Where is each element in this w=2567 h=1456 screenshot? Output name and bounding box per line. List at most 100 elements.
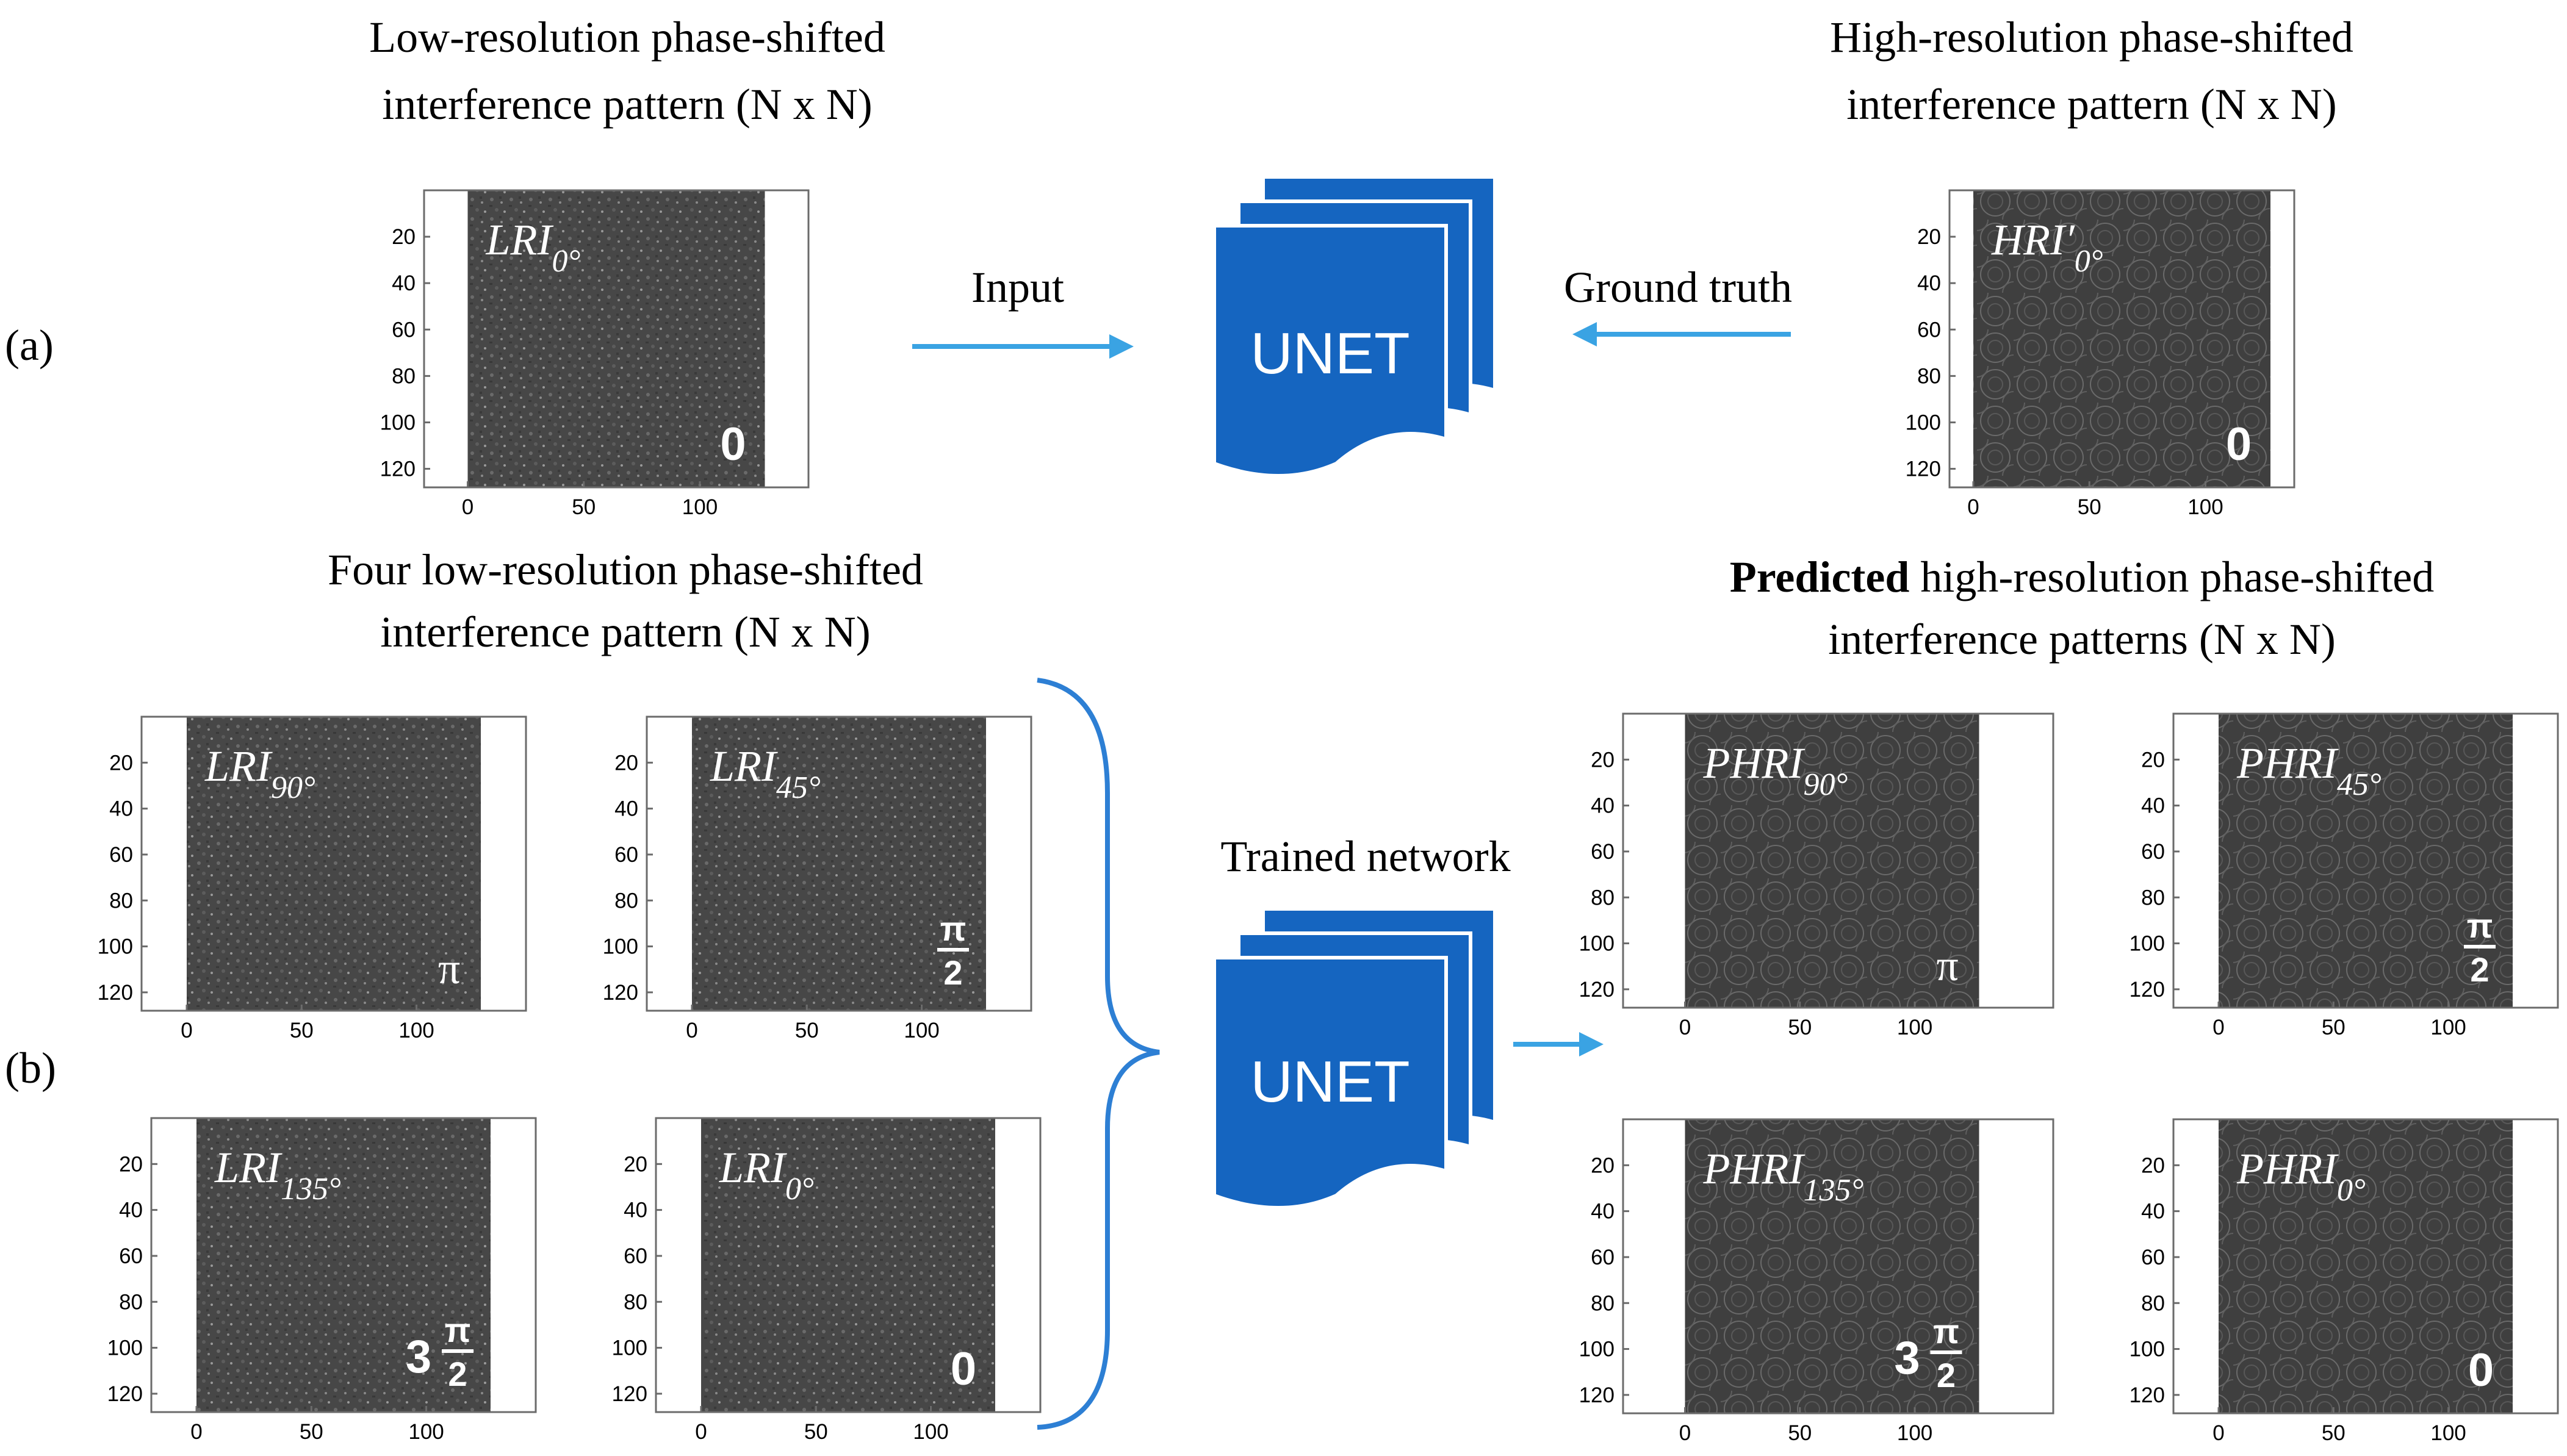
y-tick-label: 120	[107, 1382, 143, 1406]
axes-frame	[140, 715, 527, 1012]
y-tick-label: 120	[380, 457, 416, 481]
y-tick-label: 80	[109, 889, 133, 913]
pattern-image	[701, 1118, 995, 1412]
y-tick-label: 100	[98, 935, 133, 959]
phase-value: π	[438, 944, 460, 993]
y-tick-label: 60	[614, 843, 638, 867]
unet-bottom-label: UNET	[1250, 1049, 1410, 1114]
x-tick-label: 50	[1788, 1421, 1812, 1445]
axes-frame	[1948, 189, 2295, 489]
x-tick-label: 50	[2322, 1016, 2346, 1039]
axes-frame	[2172, 712, 2559, 1009]
x-tick-label: 0	[686, 1019, 697, 1042]
y-tick-label: 40	[614, 797, 638, 821]
y-tick-label: 80	[1591, 1291, 1615, 1315]
axes-frame	[2172, 1118, 2559, 1415]
x-tick-label: 50	[804, 1420, 828, 1444]
y-tick-label: 120	[1906, 457, 1941, 481]
x-tick-label: 100	[913, 1420, 948, 1444]
y-tick-label: 40	[392, 271, 416, 295]
image-title: PHRI135°	[1703, 1144, 1864, 1208]
phase-value: 0	[720, 418, 746, 470]
x-tick-label: 50	[795, 1019, 819, 1042]
y-tick-label: 80	[2141, 1291, 2165, 1315]
unet-bottom-icon: UNET	[1212, 907, 1497, 1210]
unet-top-icon: UNET	[1212, 175, 1497, 478]
y-tick-label: 40	[109, 797, 133, 821]
x-tick-label: 0	[1679, 1016, 1691, 1039]
y-tick-label: 80	[614, 889, 638, 913]
predicted-rest: high-resolution phase-shifted	[1909, 553, 2434, 601]
y-tick-label: 40	[119, 1199, 143, 1222]
x-tick-label: 50	[290, 1019, 314, 1042]
x-tick-label: 0	[2212, 1421, 2224, 1445]
pattern-image	[2219, 714, 2513, 1008]
y-tick-label: 120	[603, 981, 638, 1005]
phase-value: 0	[951, 1343, 976, 1395]
image-title: LRI90°	[204, 742, 315, 805]
phase-denominator: 2	[943, 953, 962, 992]
predicted-bold: Predicted	[1730, 553, 1910, 601]
y-tick-label: 80	[392, 364, 416, 388]
x-tick-label: 100	[682, 495, 718, 519]
unet-top-label: UNET	[1250, 321, 1410, 386]
y-tick-label: 40	[2141, 794, 2165, 818]
pattern-image	[187, 717, 481, 1011]
y-tick-label: 100	[1906, 411, 1941, 434]
x-tick-label: 0	[190, 1420, 202, 1444]
y-tick-label: 120	[98, 981, 133, 1005]
image-title: LRI0°	[486, 215, 581, 279]
y-tick-label: 100	[612, 1336, 647, 1360]
y-tick-label: 40	[2141, 1200, 2165, 1224]
x-tick-label: 0	[181, 1019, 192, 1042]
phase-numerator: π	[1933, 1312, 1959, 1350]
y-tick-label: 120	[1579, 1383, 1615, 1407]
axes-frame	[655, 1117, 1042, 1413]
y-tick-label: 60	[2141, 1246, 2165, 1269]
phase-denominator: 2	[2470, 950, 2489, 989]
y-tick-label: 20	[119, 1152, 143, 1176]
y-tick-label: 120	[2130, 1383, 2165, 1407]
x-tick-label: 50	[2078, 495, 2101, 519]
four-low-heading-line2: interference pattern (N x N)	[380, 608, 871, 656]
pattern-image	[1973, 190, 2270, 487]
phase-denominator: 2	[448, 1355, 467, 1393]
pattern-image	[2219, 1119, 2513, 1413]
phase-coefficient: 3	[1894, 1332, 1920, 1384]
panel-label-b: (b)	[5, 1044, 56, 1092]
y-tick-label: 60	[1917, 318, 1941, 342]
x-tick-label: 0	[462, 495, 473, 519]
pattern-image	[196, 1118, 491, 1412]
image-title: LRI135°	[214, 1143, 341, 1207]
x-tick-label: 50	[1788, 1016, 1812, 1039]
x-tick-label: 100	[2430, 1421, 2466, 1445]
pattern-image	[692, 717, 986, 1011]
image-title: PHRI45°	[2236, 739, 2382, 802]
phase-value: 0	[2468, 1344, 2494, 1396]
y-tick-label: 100	[2130, 932, 2165, 956]
x-tick-label: 100	[1897, 1421, 1932, 1445]
panel-label-a: (a)	[5, 321, 54, 370]
axes-frame	[646, 715, 1032, 1012]
image-title: LRI0°	[719, 1143, 814, 1207]
y-tick-label: 20	[392, 225, 416, 249]
y-tick-label: 120	[612, 1382, 647, 1406]
y-tick-label: 20	[2141, 1153, 2165, 1177]
y-tick-label: 40	[1591, 1200, 1615, 1224]
x-tick-label: 100	[2430, 1016, 2466, 1039]
trained-network-label: Trained network	[1220, 832, 1510, 881]
y-tick-label: 60	[392, 318, 416, 342]
y-tick-label: 100	[107, 1336, 143, 1360]
y-tick-label: 80	[1591, 886, 1615, 909]
y-tick-label: 120	[2130, 978, 2165, 1002]
x-tick-label: 50	[572, 495, 596, 519]
phase-denominator: 2	[1937, 1356, 1956, 1394]
